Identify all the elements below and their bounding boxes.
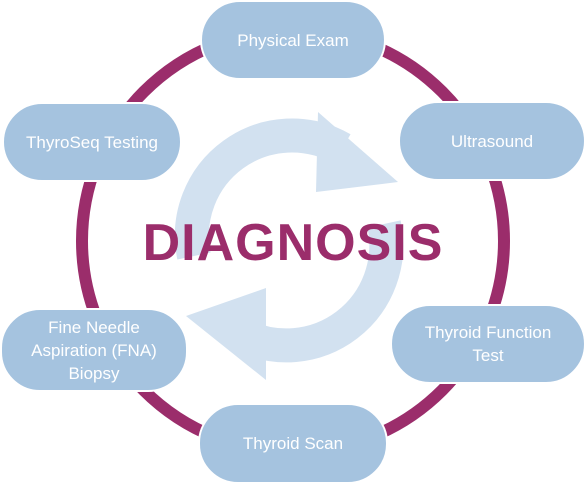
step-physical-exam: Physical Exam <box>200 0 386 80</box>
cycle-arrow-upper-arc <box>174 118 351 260</box>
cycle-arrow-upper-head <box>316 112 398 192</box>
cycle-arrow-lower-arc <box>232 220 404 363</box>
diagram-title: DIAGNOSIS <box>142 214 444 272</box>
step-ultrasound: Ultrasound <box>398 101 586 181</box>
step-fna-biopsy: Fine Needle Aspiration (FNA) Biopsy <box>0 308 188 392</box>
refresh-cycle-icon <box>174 112 404 380</box>
step-thyroseq-testing: ThyroSeq Testing <box>2 102 182 182</box>
cycle-arrow-lower-head <box>186 288 266 380</box>
step-thyroid-scan: Thyroid Scan <box>198 403 388 484</box>
step-thyroid-function-test: Thyroid Function Test <box>390 304 586 384</box>
